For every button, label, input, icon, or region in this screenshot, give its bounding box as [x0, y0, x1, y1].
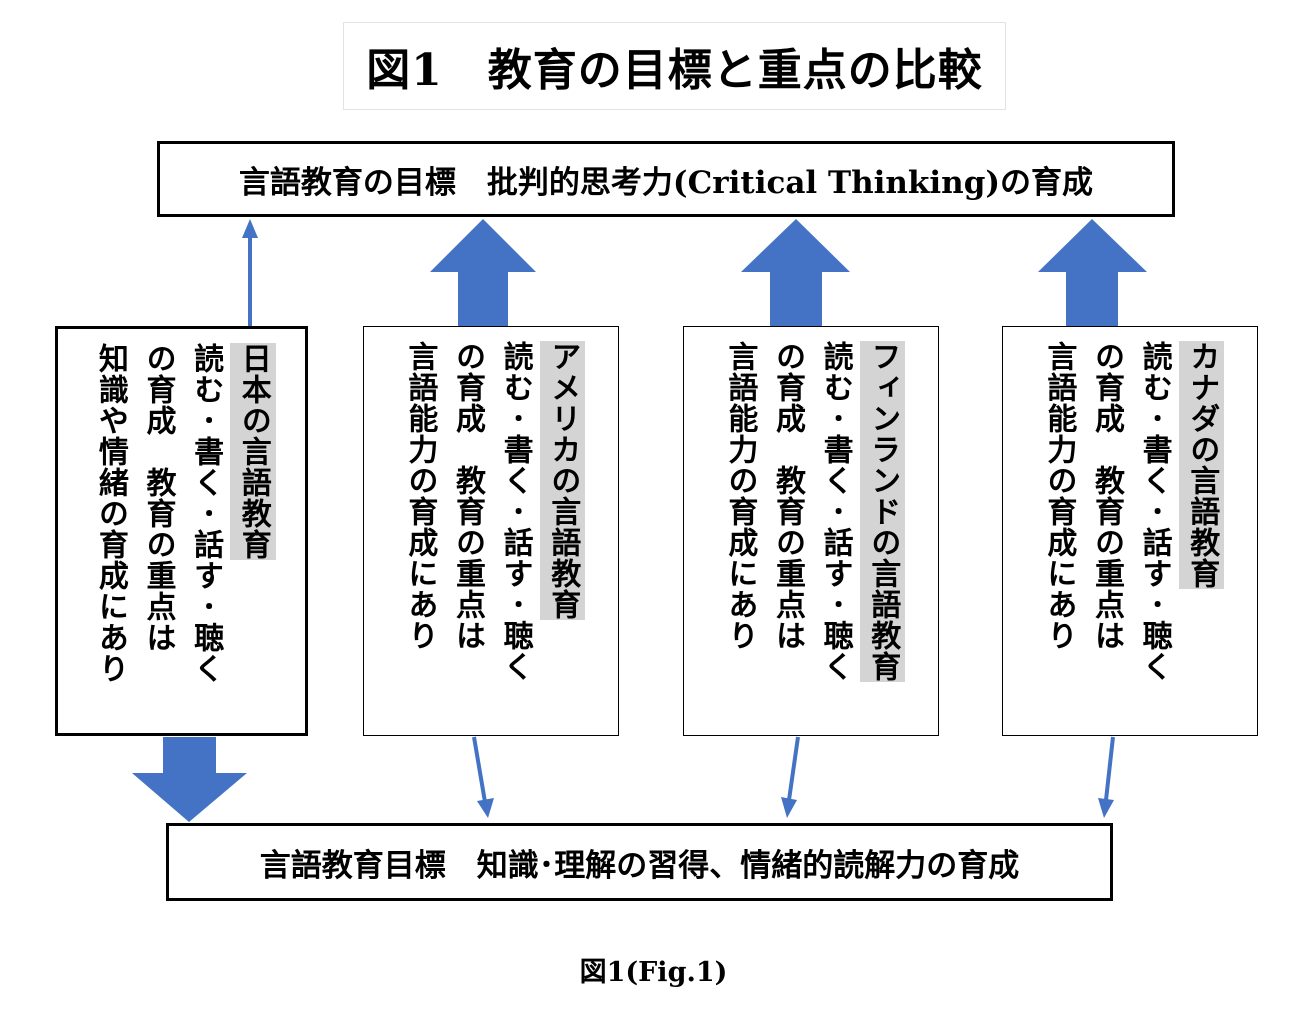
top-goal-box: 言語教育の目標 批判的思考力(Critical Thinking)の育成	[157, 141, 1175, 217]
japan-box: 日本の言語教育 読む･書く･話す･聴く の育成 教育の重点は 知識や情緒の育成に…	[55, 326, 308, 736]
america-heading: アメリカの言語教育	[539, 341, 586, 620]
japan-line-2: の育成 教育の重点は	[140, 343, 176, 653]
finland-line-3: 言語能力の育成にあり	[722, 341, 758, 651]
japan-block-down-arrow	[132, 737, 247, 822]
america-box: アメリカの言語教育 読む･書く･話す･聴く の育成 教育の重点は 言語能力の育成…	[363, 326, 619, 736]
america-line-3: 言語能力の育成にあり	[402, 341, 438, 651]
finland-box: フィンランドの言語教育 読む･書く･話す･聴く の育成 教育の重点は 言語能力の…	[683, 326, 939, 736]
japan-thin-up-arrow	[242, 219, 258, 326]
finland-heading: フィンランドの言語教育	[859, 341, 906, 682]
finland-line-2: の育成 教育の重点は	[770, 341, 805, 651]
figure-title: 図1 教育の目標と重点の比較	[343, 22, 1006, 110]
canada-line-2: の育成 教育の重点は	[1089, 341, 1124, 651]
america-line-1: 読む･書く･話す･聴く	[497, 341, 533, 682]
canada-line-1: 読む･書く･話す･聴く	[1136, 341, 1172, 682]
japan-line-3: 知識や情緒の育成にあり	[92, 343, 128, 684]
canada-line-3: 言語能力の育成にあり	[1041, 341, 1077, 651]
japan-heading: 日本の言語教育	[230, 343, 276, 560]
bottom-goal-box: 言語教育目標 知識･理解の習得、情緒的読解力の育成	[166, 823, 1113, 901]
japan-line-1: 読む･書く･話す･聴く	[188, 343, 224, 684]
america-line-2: の育成 教育の重点は	[450, 341, 485, 651]
canada-block-up-arrow	[1038, 219, 1147, 326]
finland-block-up-arrow	[741, 219, 850, 326]
figure-caption: 図1(Fig.1)	[579, 957, 728, 988]
canada-thin-down-arrow	[1098, 736, 1115, 818]
america-thin-down-arrow	[472, 736, 494, 818]
america-block-up-arrow	[430, 219, 536, 326]
canada-box: カナダの言語教育 読む･書く･話す･聴く の育成 教育の重点は 言語能力の育成に…	[1002, 326, 1258, 736]
finland-line-1: 読む･書く･話す･聴く	[817, 341, 853, 682]
canada-heading: カナダの言語教育	[1178, 341, 1225, 589]
finland-thin-down-arrow	[781, 736, 800, 818]
